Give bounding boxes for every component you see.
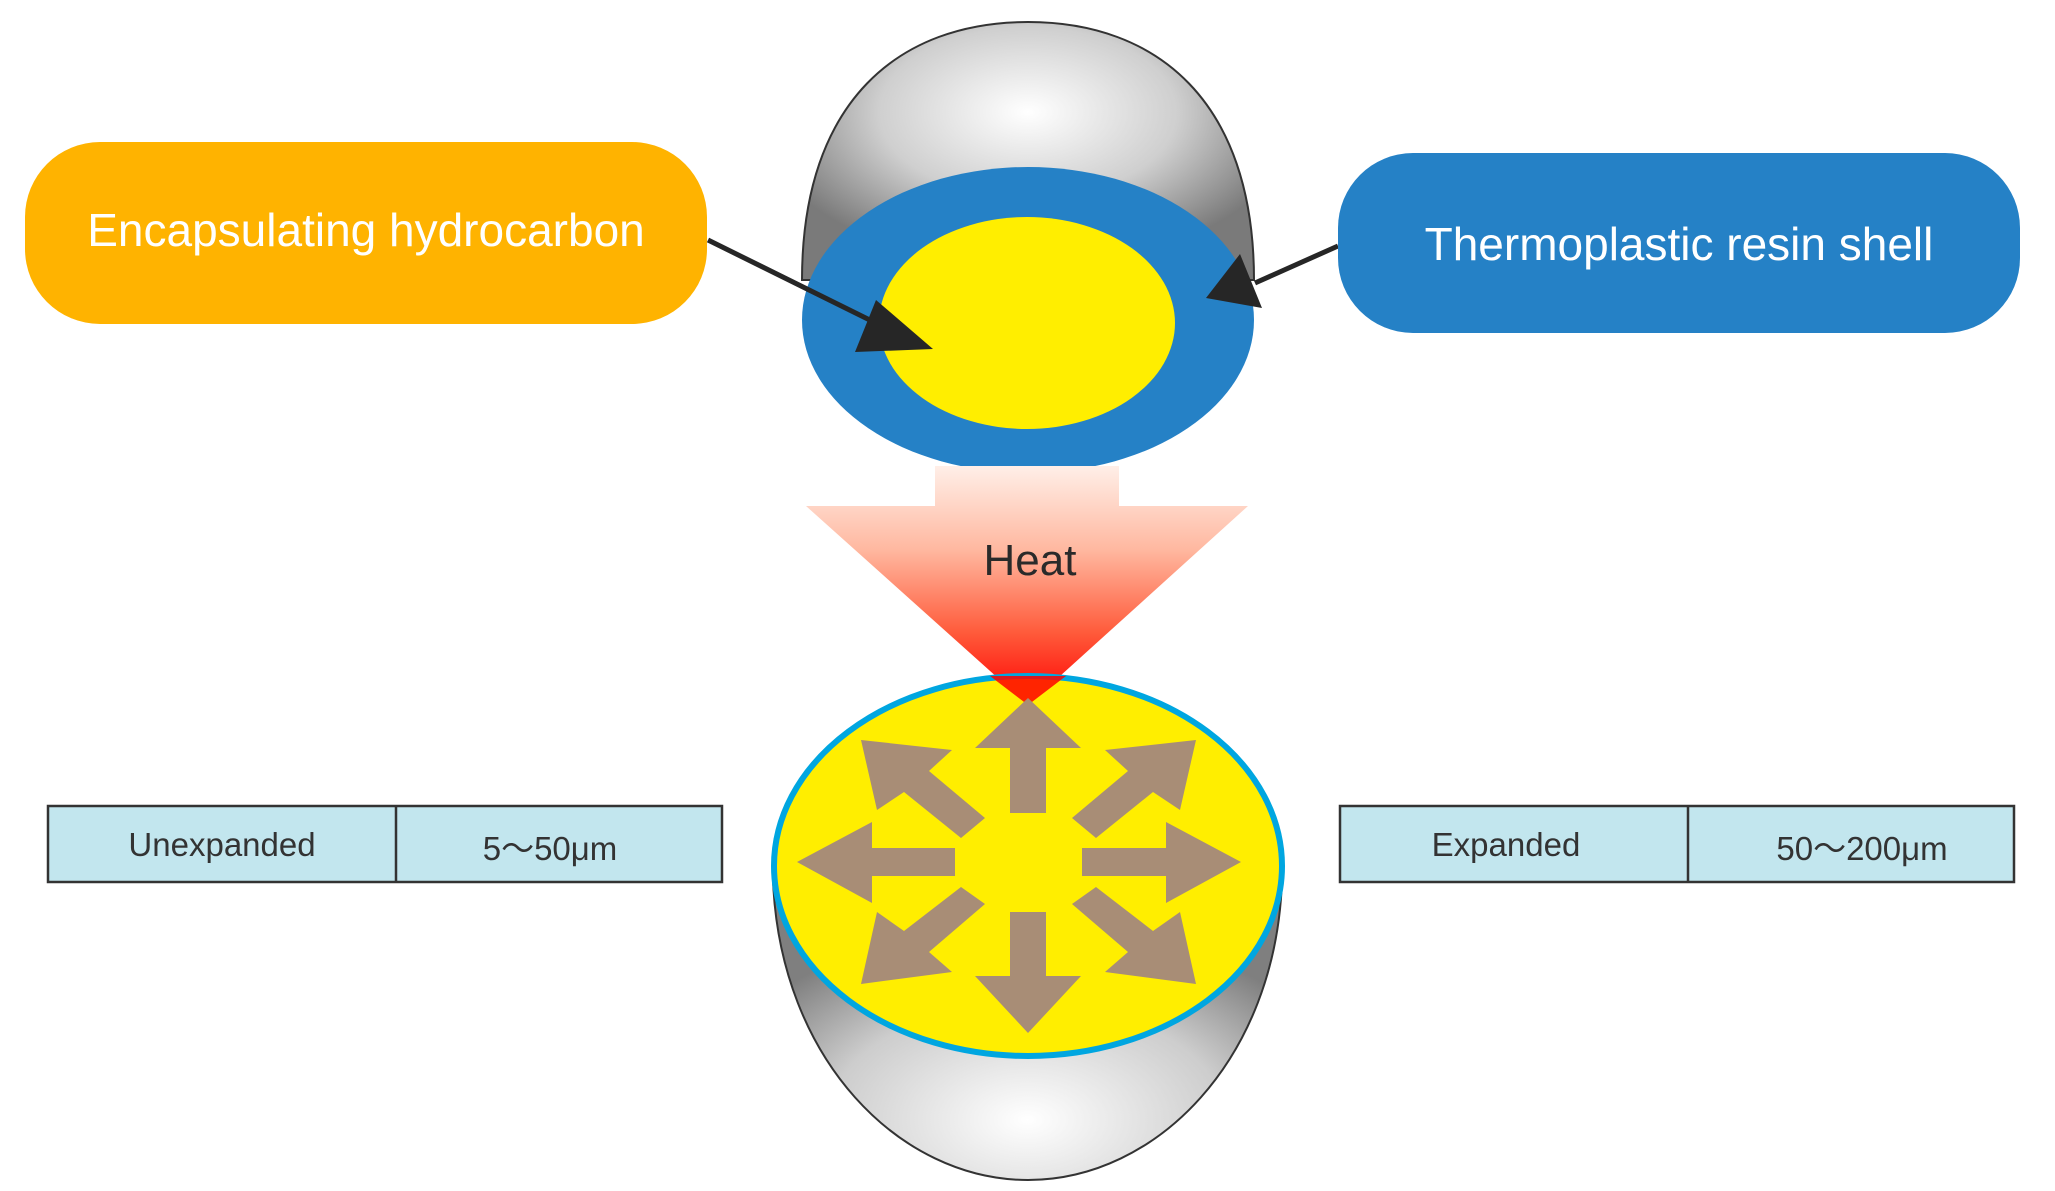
expansion-arrow-up	[975, 698, 1081, 813]
core-callout-label: Encapsulating hydrocarbon	[87, 204, 644, 256]
unexpanded-size-value: 5～50μm	[483, 830, 618, 867]
expanded-microsphere	[771, 673, 1285, 1182]
expansion-arrow-down-right	[1072, 887, 1196, 984]
expansion-arrows	[797, 698, 1241, 1033]
expansion-arrow-up-right	[1072, 740, 1196, 838]
core-callout: Encapsulating hydrocarbon	[25, 142, 707, 324]
unexpanded-state-label: Unexpanded	[128, 826, 315, 863]
expanded-size-value: 50～200μm	[1776, 830, 1947, 867]
shell-callout-label: Thermoplastic resin shell	[1425, 218, 1934, 270]
expansion-arrow-down-left	[861, 887, 985, 984]
expansion-arrow-down	[975, 912, 1081, 1033]
expanded-size-table: Expanded 50～200μm	[1338, 804, 2016, 884]
expansion-arrow-right	[1082, 822, 1241, 903]
expansion-arrow-up-left	[861, 740, 985, 838]
heat-tip-overlay	[990, 676, 1066, 705]
shell-callout-arrow	[1206, 243, 1340, 308]
expanded-state-label: Expanded	[1432, 826, 1581, 863]
unexpanded-size-table: Unexpanded 5～50μm	[46, 804, 724, 884]
unexpanded-microsphere	[800, 20, 1256, 473]
heat-label: Heat	[984, 536, 1077, 585]
hydrocarbon-core	[879, 217, 1175, 429]
heat-arrow: Heat	[806, 466, 1248, 705]
core-callout-arrow	[706, 237, 933, 352]
shell-callout: Thermoplastic resin shell	[1338, 153, 2020, 333]
expansion-arrow-left	[797, 822, 955, 903]
